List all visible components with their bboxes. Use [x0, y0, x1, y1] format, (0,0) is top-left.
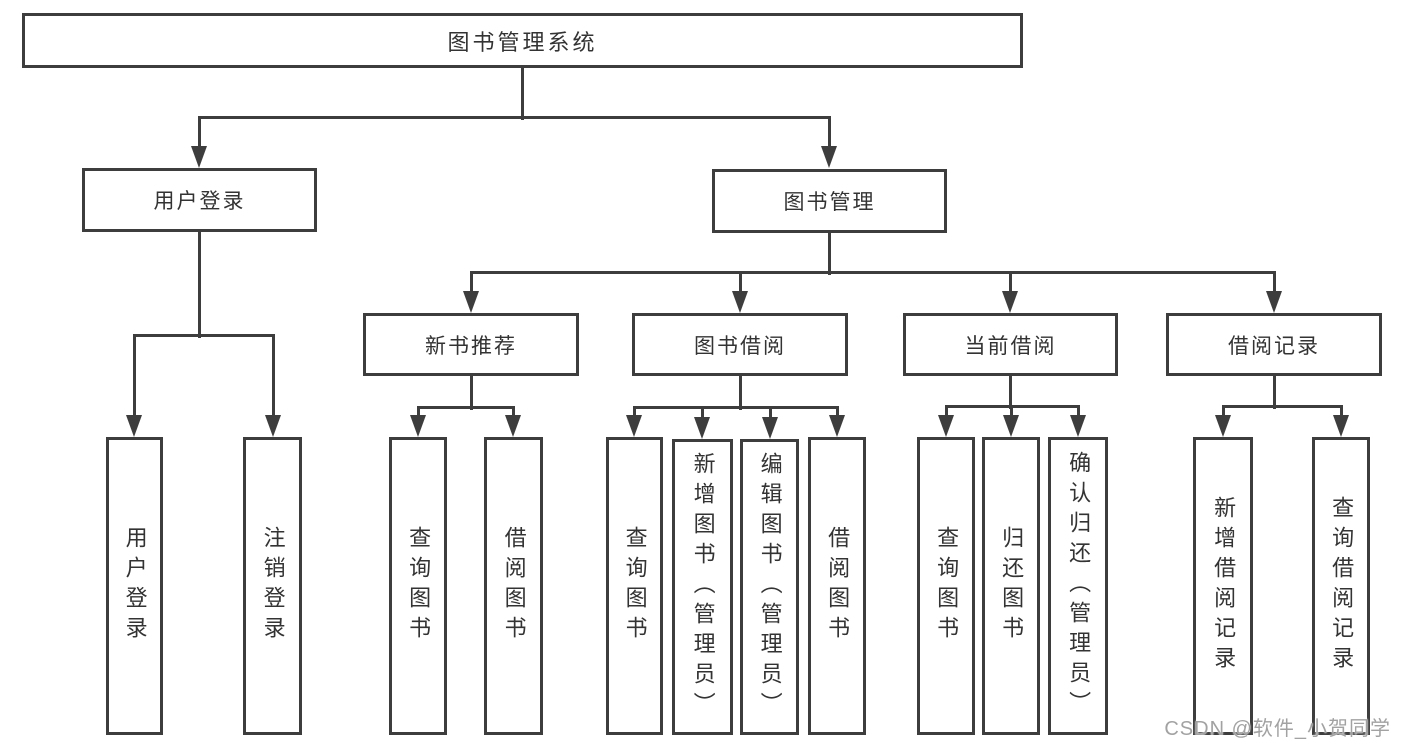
arrow-down-icon — [265, 415, 281, 437]
arrow-down-icon — [410, 415, 426, 437]
arrow-down-icon — [732, 291, 748, 313]
arrow-down-icon — [505, 415, 521, 437]
connector-bar — [1221, 404, 1343, 408]
arrow-down-icon — [1266, 291, 1282, 313]
node-label-leaf-user-login: 用户登录 — [122, 526, 148, 646]
arrow-down-icon — [191, 146, 207, 168]
node-label-root: 图书管理系统 — [447, 29, 598, 55]
arrow-down-icon — [762, 417, 778, 439]
node-leaf-bb-edit: 编辑图书（管理员） — [740, 439, 799, 735]
connector-bar — [132, 333, 275, 337]
node-leaf-bb-add: 新增图书（管理员） — [672, 439, 733, 735]
node-borrow-records: 借阅记录 — [1166, 313, 1382, 376]
node-leaf-bb-query: 查询图书 — [606, 437, 663, 735]
node-leaf-br-add: 新增借阅记录 — [1193, 437, 1253, 735]
connector-drop — [1076, 406, 1080, 416]
connector-drop — [1009, 406, 1013, 416]
connector-drop — [632, 407, 636, 416]
connector-stem — [520, 68, 524, 120]
connector-drop — [700, 407, 704, 418]
node-leaf-cb-return: 归还图书 — [982, 437, 1040, 735]
connector-drop — [197, 117, 201, 147]
arrow-down-icon — [126, 415, 142, 437]
node-label-leaf-br-add: 新增借阅记录 — [1211, 496, 1237, 676]
arrow-down-icon — [1070, 415, 1086, 437]
arrow-down-icon — [626, 415, 642, 437]
node-leaf-bb-borrow: 借阅图书 — [808, 437, 866, 735]
connector-drop — [1221, 406, 1225, 416]
node-leaf-logout: 注销登录 — [243, 437, 302, 735]
node-label-leaf-cb-confirm: 确认归还（管理员） — [1066, 451, 1092, 721]
connector-bar — [469, 270, 1276, 274]
node-book-borrow: 图书借阅 — [632, 313, 848, 376]
connector-bar — [632, 405, 839, 409]
connector-drop — [835, 407, 839, 416]
connector-stem — [1272, 376, 1276, 409]
connector-drop — [944, 406, 948, 416]
connector-stem — [469, 376, 473, 410]
node-label-leaf-bb-query: 查询图书 — [622, 526, 648, 646]
connector-drop — [416, 407, 420, 416]
node-root: 图书管理系统 — [22, 13, 1023, 68]
arrow-down-icon — [694, 417, 710, 439]
node-label-leaf-nbr-borrow: 借阅图书 — [501, 526, 527, 646]
node-label-leaf-cb-query: 查询图书 — [934, 526, 960, 646]
connector-drop — [469, 272, 473, 292]
connector-drop — [768, 407, 772, 418]
connector-drop — [271, 335, 275, 416]
connector-drop — [738, 272, 742, 292]
arrow-down-icon — [821, 146, 837, 168]
connector-drop — [827, 117, 831, 147]
connector-drop — [1272, 272, 1276, 292]
csdn-watermark: CSDN @软件_小贺同学 — [1164, 718, 1391, 740]
node-label-leaf-logout: 注销登录 — [260, 526, 286, 646]
node-label-leaf-bb-add: 新增图书（管理员） — [690, 452, 716, 722]
arrow-down-icon — [829, 415, 845, 437]
connector-drop — [1339, 406, 1343, 416]
node-user-login: 用户登录 — [82, 168, 317, 232]
node-label-leaf-cb-return: 归还图书 — [999, 526, 1025, 646]
node-new-book-rec: 新书推荐 — [363, 313, 579, 376]
connector-drop — [1008, 272, 1012, 292]
node-label-leaf-nbr-query: 查询图书 — [406, 526, 432, 646]
node-label-leaf-bb-edit: 编辑图书（管理员） — [757, 452, 783, 722]
node-leaf-user-login: 用户登录 — [106, 437, 163, 735]
node-leaf-br-query: 查询借阅记录 — [1312, 437, 1370, 735]
connector-bar — [197, 115, 831, 119]
node-label-book-borrow: 图书借阅 — [694, 334, 786, 358]
node-leaf-cb-confirm: 确认归还（管理员） — [1048, 437, 1108, 735]
connector-drop — [132, 335, 136, 416]
connector-stem — [738, 376, 742, 410]
connector-bar — [416, 405, 515, 409]
node-label-user-login: 用户登录 — [153, 190, 246, 213]
connector-stem — [197, 232, 201, 338]
arrow-down-icon — [1003, 415, 1019, 437]
node-label-new-book-rec: 新书推荐 — [425, 334, 517, 358]
node-label-leaf-br-query: 查询借阅记录 — [1329, 496, 1355, 676]
arrow-down-icon — [1215, 415, 1231, 437]
node-book-mgmt: 图书管理 — [712, 169, 947, 233]
node-leaf-nbr-borrow: 借阅图书 — [484, 437, 543, 735]
arrow-down-icon — [1002, 291, 1018, 313]
arrow-down-icon — [463, 291, 479, 313]
node-label-book-mgmt: 图书管理 — [783, 191, 876, 214]
node-label-current-borrow: 当前借阅 — [964, 334, 1057, 358]
connector-stem — [1008, 376, 1012, 409]
connector-drop — [511, 407, 515, 416]
arrow-down-icon — [938, 415, 954, 437]
connector-stem — [827, 233, 831, 275]
node-leaf-cb-query: 查询图书 — [917, 437, 975, 735]
node-leaf-nbr-query: 查询图书 — [389, 437, 447, 735]
arrow-down-icon — [1333, 415, 1349, 437]
node-label-leaf-bb-borrow: 借阅图书 — [825, 526, 851, 646]
node-label-borrow-records: 借阅记录 — [1228, 334, 1320, 358]
node-current-borrow: 当前借阅 — [903, 313, 1118, 376]
